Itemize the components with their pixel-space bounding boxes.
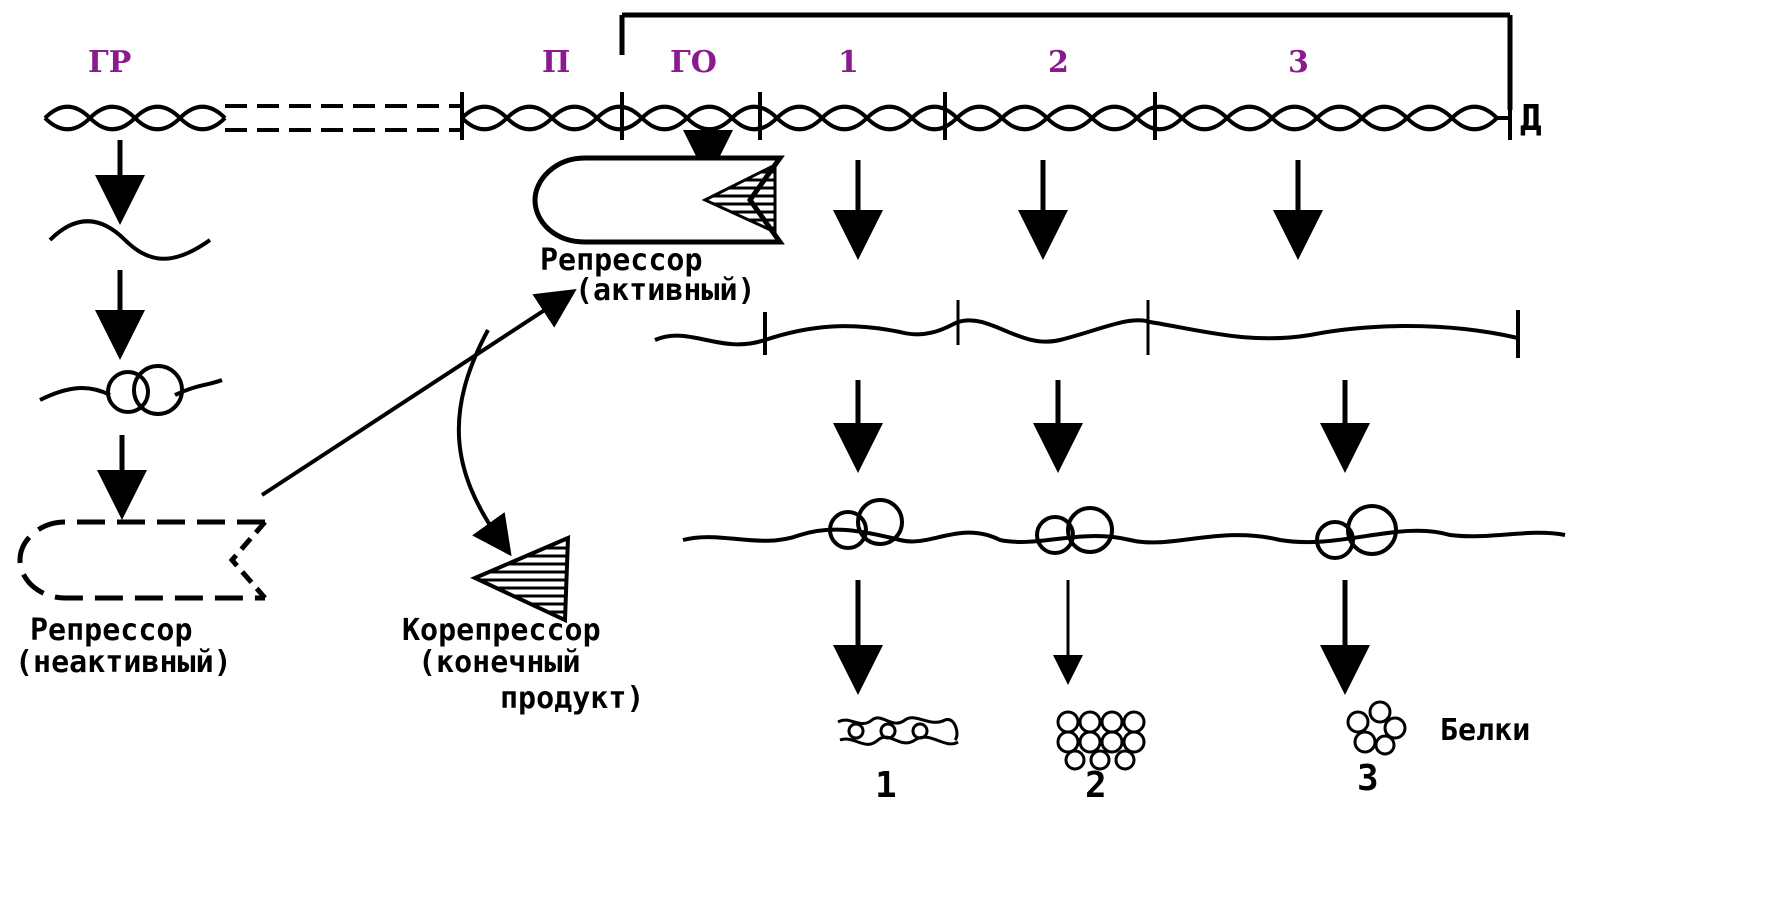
corepressor-line3: продукт)	[500, 681, 645, 716]
label-proteins: Белки	[1440, 713, 1530, 748]
label-operator: ГО	[670, 45, 717, 80]
label-gene-2: 2	[1048, 45, 1069, 80]
corepressor-triangle	[475, 538, 568, 620]
protein-number-2: 2	[1085, 765, 1107, 806]
repressor-inactive-line1: Репрессор	[30, 613, 193, 648]
corepressor-line2: (конечный	[418, 645, 581, 680]
active-repressor	[535, 140, 780, 242]
protein-1	[838, 718, 958, 745]
repressor-inactive-line2: (неактивный)	[15, 645, 232, 680]
protein-number-3: 3	[1357, 758, 1379, 799]
structural-genes-pathway	[655, 160, 1565, 670]
regulator-pathway	[20, 140, 265, 598]
label-gene-1: 1	[838, 45, 859, 80]
label-gene-3: 3	[1288, 45, 1309, 80]
label-regulator-gene: ГР	[88, 45, 131, 80]
label-dna: Д	[1520, 98, 1542, 139]
protein-number-1: 1	[875, 765, 897, 806]
repressor-active-line2: (активный)	[575, 273, 756, 308]
protein-2	[1058, 712, 1144, 769]
dna-strand	[45, 92, 1510, 140]
label-promoter: П	[542, 45, 570, 80]
activation-arrows	[262, 300, 560, 540]
protein-3	[1348, 702, 1405, 754]
corepressor-line1: Корепрессор	[402, 613, 601, 648]
